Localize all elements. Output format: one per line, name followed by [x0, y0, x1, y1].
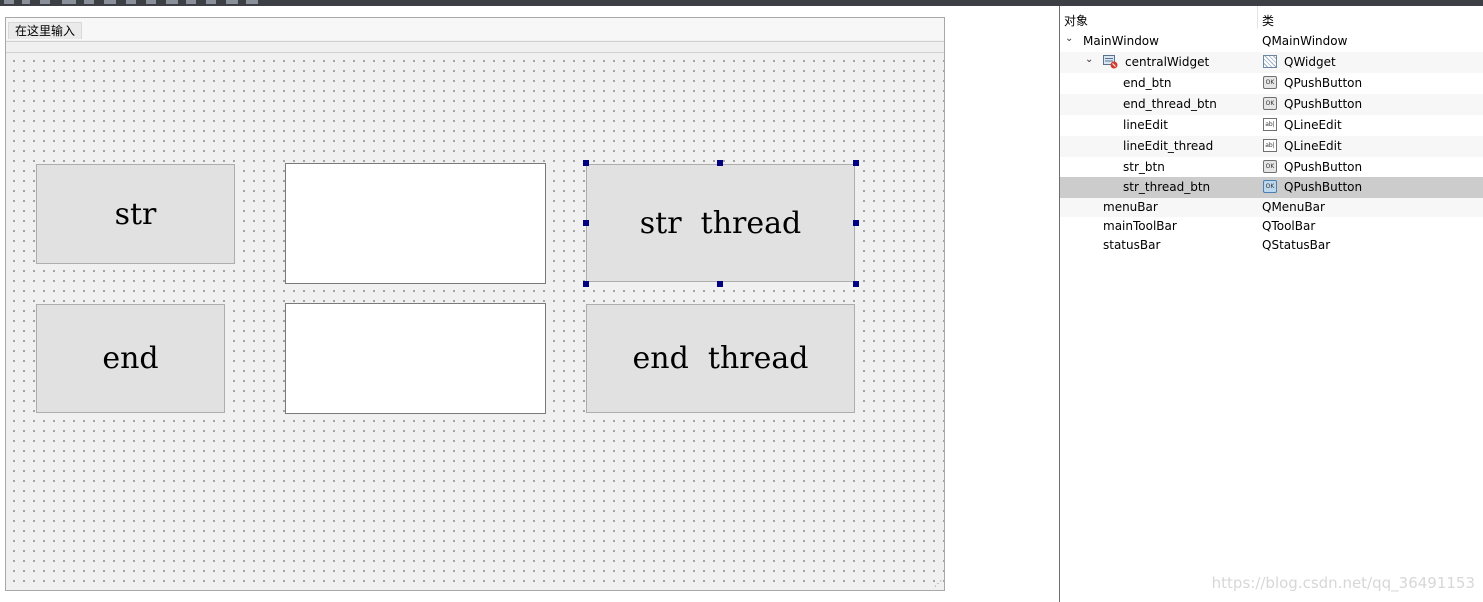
object-name: str_btn: [1123, 160, 1165, 174]
class-name: QStatusBar: [1262, 238, 1331, 252]
pushbutton-icon: OK: [1263, 76, 1277, 89]
watermark-text: https://blog.csdn.net/qq_36491153: [1211, 574, 1475, 592]
class-name: QLineEdit: [1284, 118, 1342, 132]
tree-row-centralwidget[interactable]: ⌄ centralWidget QWidget: [1060, 52, 1483, 73]
end-thread-button[interactable]: end thread: [586, 304, 855, 413]
selection-handle[interactable]: [853, 160, 859, 166]
resize-grip-icon[interactable]: ⋰: [934, 579, 942, 588]
selection-handle[interactable]: [853, 281, 859, 287]
class-name: QMenuBar: [1262, 200, 1325, 214]
tree-row-menubar[interactable]: menuBar QMenuBar: [1060, 198, 1483, 217]
layout-broken-icon: [1103, 55, 1118, 69]
class-name: QPushButton: [1284, 76, 1363, 90]
column-header-class[interactable]: 类: [1262, 14, 1275, 28]
menu-bar: 在这里输入: [6, 18, 944, 40]
class-name: QPushButton: [1284, 97, 1363, 111]
class-name: QPushButton: [1284, 180, 1363, 194]
selection-handle[interactable]: [583, 281, 589, 287]
object-name: end_thread_btn: [1123, 97, 1217, 111]
main-toolbar: [6, 41, 944, 53]
tree-row-maintoolbar[interactable]: mainToolBar QToolBar: [1060, 217, 1483, 236]
pushbutton-icon: OK: [1263, 160, 1277, 173]
class-name: QPushButton: [1284, 160, 1363, 174]
class-name: QLineEdit: [1284, 139, 1342, 153]
tree-row-lineedit-thread[interactable]: lineEdit_thread ab| QLineEdit: [1060, 136, 1483, 157]
class-name: QMainWindow: [1262, 34, 1348, 48]
tree-row-mainwindow[interactable]: ⌄ MainWindow QMainWindow: [1060, 31, 1483, 52]
widget-icon: [1263, 55, 1277, 68]
tree-row-end-btn[interactable]: end_btn OK QPushButton: [1060, 73, 1483, 94]
column-header-object[interactable]: 对象: [1064, 14, 1089, 28]
object-name: statusBar: [1103, 238, 1161, 252]
selection-handle[interactable]: [853, 220, 859, 226]
tree-row-statusbar[interactable]: statusBar QStatusBar: [1060, 236, 1483, 255]
str-thread-button[interactable]: str thread: [586, 164, 855, 282]
panel-splitter[interactable]: [1059, 6, 1060, 602]
str-button[interactable]: str: [36, 164, 235, 264]
object-name: str_thread_btn: [1123, 180, 1211, 194]
chevron-down-icon[interactable]: ⌄: [1085, 54, 1094, 65]
object-name: mainToolBar: [1103, 219, 1177, 233]
chevron-down-icon[interactable]: ⌄: [1065, 33, 1074, 44]
menu-type-here-placeholder[interactable]: 在这里输入: [8, 22, 83, 39]
pushbutton-icon: OK: [1263, 97, 1277, 110]
selection-handle[interactable]: [583, 220, 589, 226]
lineedit-icon: ab|: [1263, 139, 1277, 152]
tree-row-str-thread-btn[interactable]: str_thread_btn OK QPushButton: [1060, 177, 1483, 198]
tree-row-lineedit[interactable]: lineEdit ab| QLineEdit: [1060, 115, 1483, 136]
class-name: QWidget: [1284, 55, 1336, 69]
selection-handle[interactable]: [583, 160, 589, 166]
object-name: menuBar: [1103, 200, 1158, 214]
object-name: lineEdit: [1123, 118, 1168, 132]
line-edit-thread[interactable]: [285, 303, 546, 414]
object-name: end_btn: [1123, 76, 1172, 90]
designer-toolbar-strip: [0, 0, 1483, 6]
pushbutton-icon: OK: [1263, 180, 1277, 193]
object-name: centralWidget: [1125, 55, 1210, 69]
selection-handle[interactable]: [717, 160, 723, 166]
column-divider[interactable]: [1257, 6, 1258, 28]
end-button[interactable]: end: [36, 304, 225, 413]
class-name: QToolBar: [1262, 219, 1316, 233]
lineedit-icon: ab|: [1263, 118, 1277, 131]
tree-row-str-btn[interactable]: str_btn OK QPushButton: [1060, 157, 1483, 178]
central-widget[interactable]: str str thread end end thread ⋰: [6, 53, 944, 590]
object-name: MainWindow: [1083, 34, 1159, 48]
tree-row-end-thread-btn[interactable]: end_thread_btn OK QPushButton: [1060, 94, 1483, 115]
line-edit[interactable]: [285, 163, 546, 284]
object-inspector: 对象 类 ⌄ MainWindow QMainWindow ⌄ centralW…: [1060, 6, 1483, 602]
selection-handle[interactable]: [717, 281, 723, 287]
main-window-form: 在这里输入 str str thread end end thread ⋰: [5, 17, 945, 591]
object-name: lineEdit_thread: [1123, 139, 1214, 153]
